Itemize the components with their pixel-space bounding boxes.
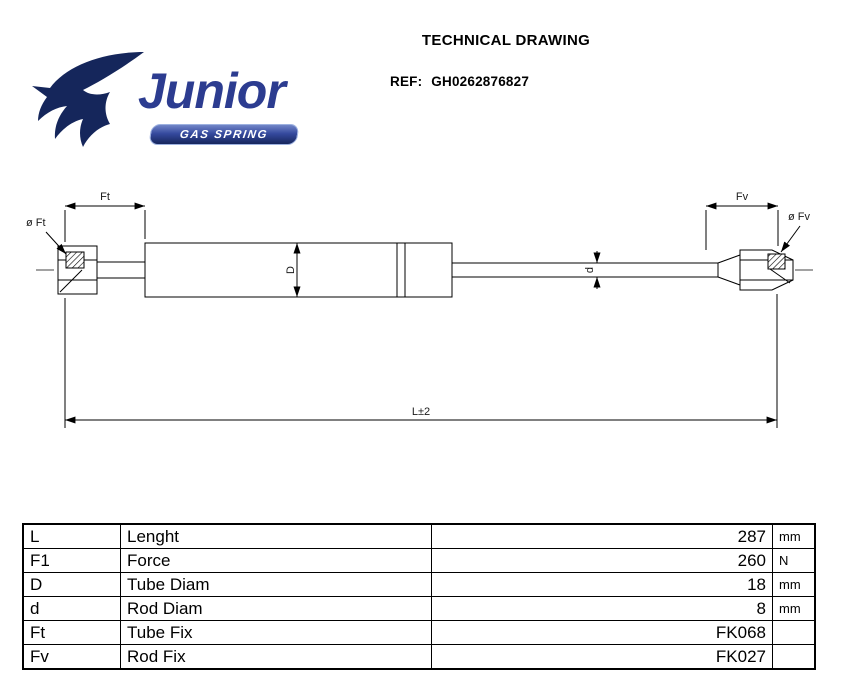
spec-symbol: Fv — [22, 644, 121, 670]
rod-fix-diameter-leader — [781, 226, 800, 252]
spec-symbol: Ft — [22, 620, 121, 645]
table-row: Ft Tube Fix FK068 — [22, 620, 816, 645]
spec-name: Lenght — [120, 523, 432, 549]
gas-spring-drawing: Ft Fv ø Ft ø Fv D d L±2 — [26, 191, 856, 500]
rod-fix-diameter-label: ø Fv — [788, 211, 810, 223]
spec-symbol: D — [22, 572, 121, 597]
brand-name: Junior — [138, 63, 286, 119]
spec-value: 8 — [431, 596, 773, 621]
eagle-icon — [32, 52, 144, 147]
tube-fix-clevis — [58, 246, 145, 294]
spec-value: FK068 — [431, 620, 773, 645]
ref-label: REF: — [390, 74, 423, 89]
rod-fix-dimension — [706, 202, 778, 250]
length-dim-label: L±2 — [412, 406, 430, 418]
tube-diameter-label: D — [285, 266, 297, 274]
spec-unit — [772, 644, 816, 670]
ref-value: GH0262876827 — [431, 74, 530, 89]
spec-unit: mm — [772, 572, 816, 597]
table-row: d Rod Diam 8 mm — [22, 596, 816, 621]
spec-name: Rod Diam — [120, 596, 432, 621]
spec-unit: mm — [772, 523, 816, 549]
cylinder-tube — [145, 243, 452, 297]
tube-fix-dimension — [65, 202, 145, 242]
spec-value: 287 — [431, 523, 773, 549]
junior-logo: Junior GAS SPRING — [26, 48, 306, 163]
table-row: L Lenght 287 mm — [22, 523, 816, 549]
spec-symbol: d — [22, 596, 121, 621]
rod-fix-dim-label: Fv — [736, 191, 749, 203]
tube-fix-diameter-label: ø Ft — [26, 217, 46, 229]
spec-unit — [772, 620, 816, 645]
spec-table: L Lenght 287 mm F1 Force 260 N D Tube Di… — [22, 523, 816, 670]
spec-symbol: L — [22, 523, 121, 549]
table-row: F1 Force 260 N — [22, 548, 816, 573]
page-title: TECHNICAL DRAWING — [421, 32, 591, 49]
spec-symbol: F1 — [22, 548, 121, 573]
table-row: D Tube Diam 18 mm — [22, 572, 816, 597]
tube-fix-diameter-leader — [46, 232, 66, 254]
brand-tagline: GAS SPRING — [148, 124, 300, 145]
spec-unit: N — [772, 548, 816, 573]
tube-fix-dim-label: Ft — [100, 191, 110, 203]
rod-diameter-label: d — [584, 267, 596, 273]
spec-unit: mm — [772, 596, 816, 621]
rod-fix-clevis — [718, 250, 793, 290]
spec-value: 260 — [431, 548, 773, 573]
reference-number: REF: GH0262876827 — [390, 74, 529, 89]
spec-value: 18 — [431, 572, 773, 597]
table-row: Fv Rod Fix FK027 — [22, 644, 816, 670]
length-dimension — [65, 294, 777, 428]
spec-name: Force — [120, 548, 432, 573]
spec-name: Tube Diam — [120, 572, 432, 597]
spec-value: FK027 — [431, 644, 773, 670]
spec-name: Tube Fix — [120, 620, 432, 645]
spec-name: Rod Fix — [120, 644, 432, 670]
